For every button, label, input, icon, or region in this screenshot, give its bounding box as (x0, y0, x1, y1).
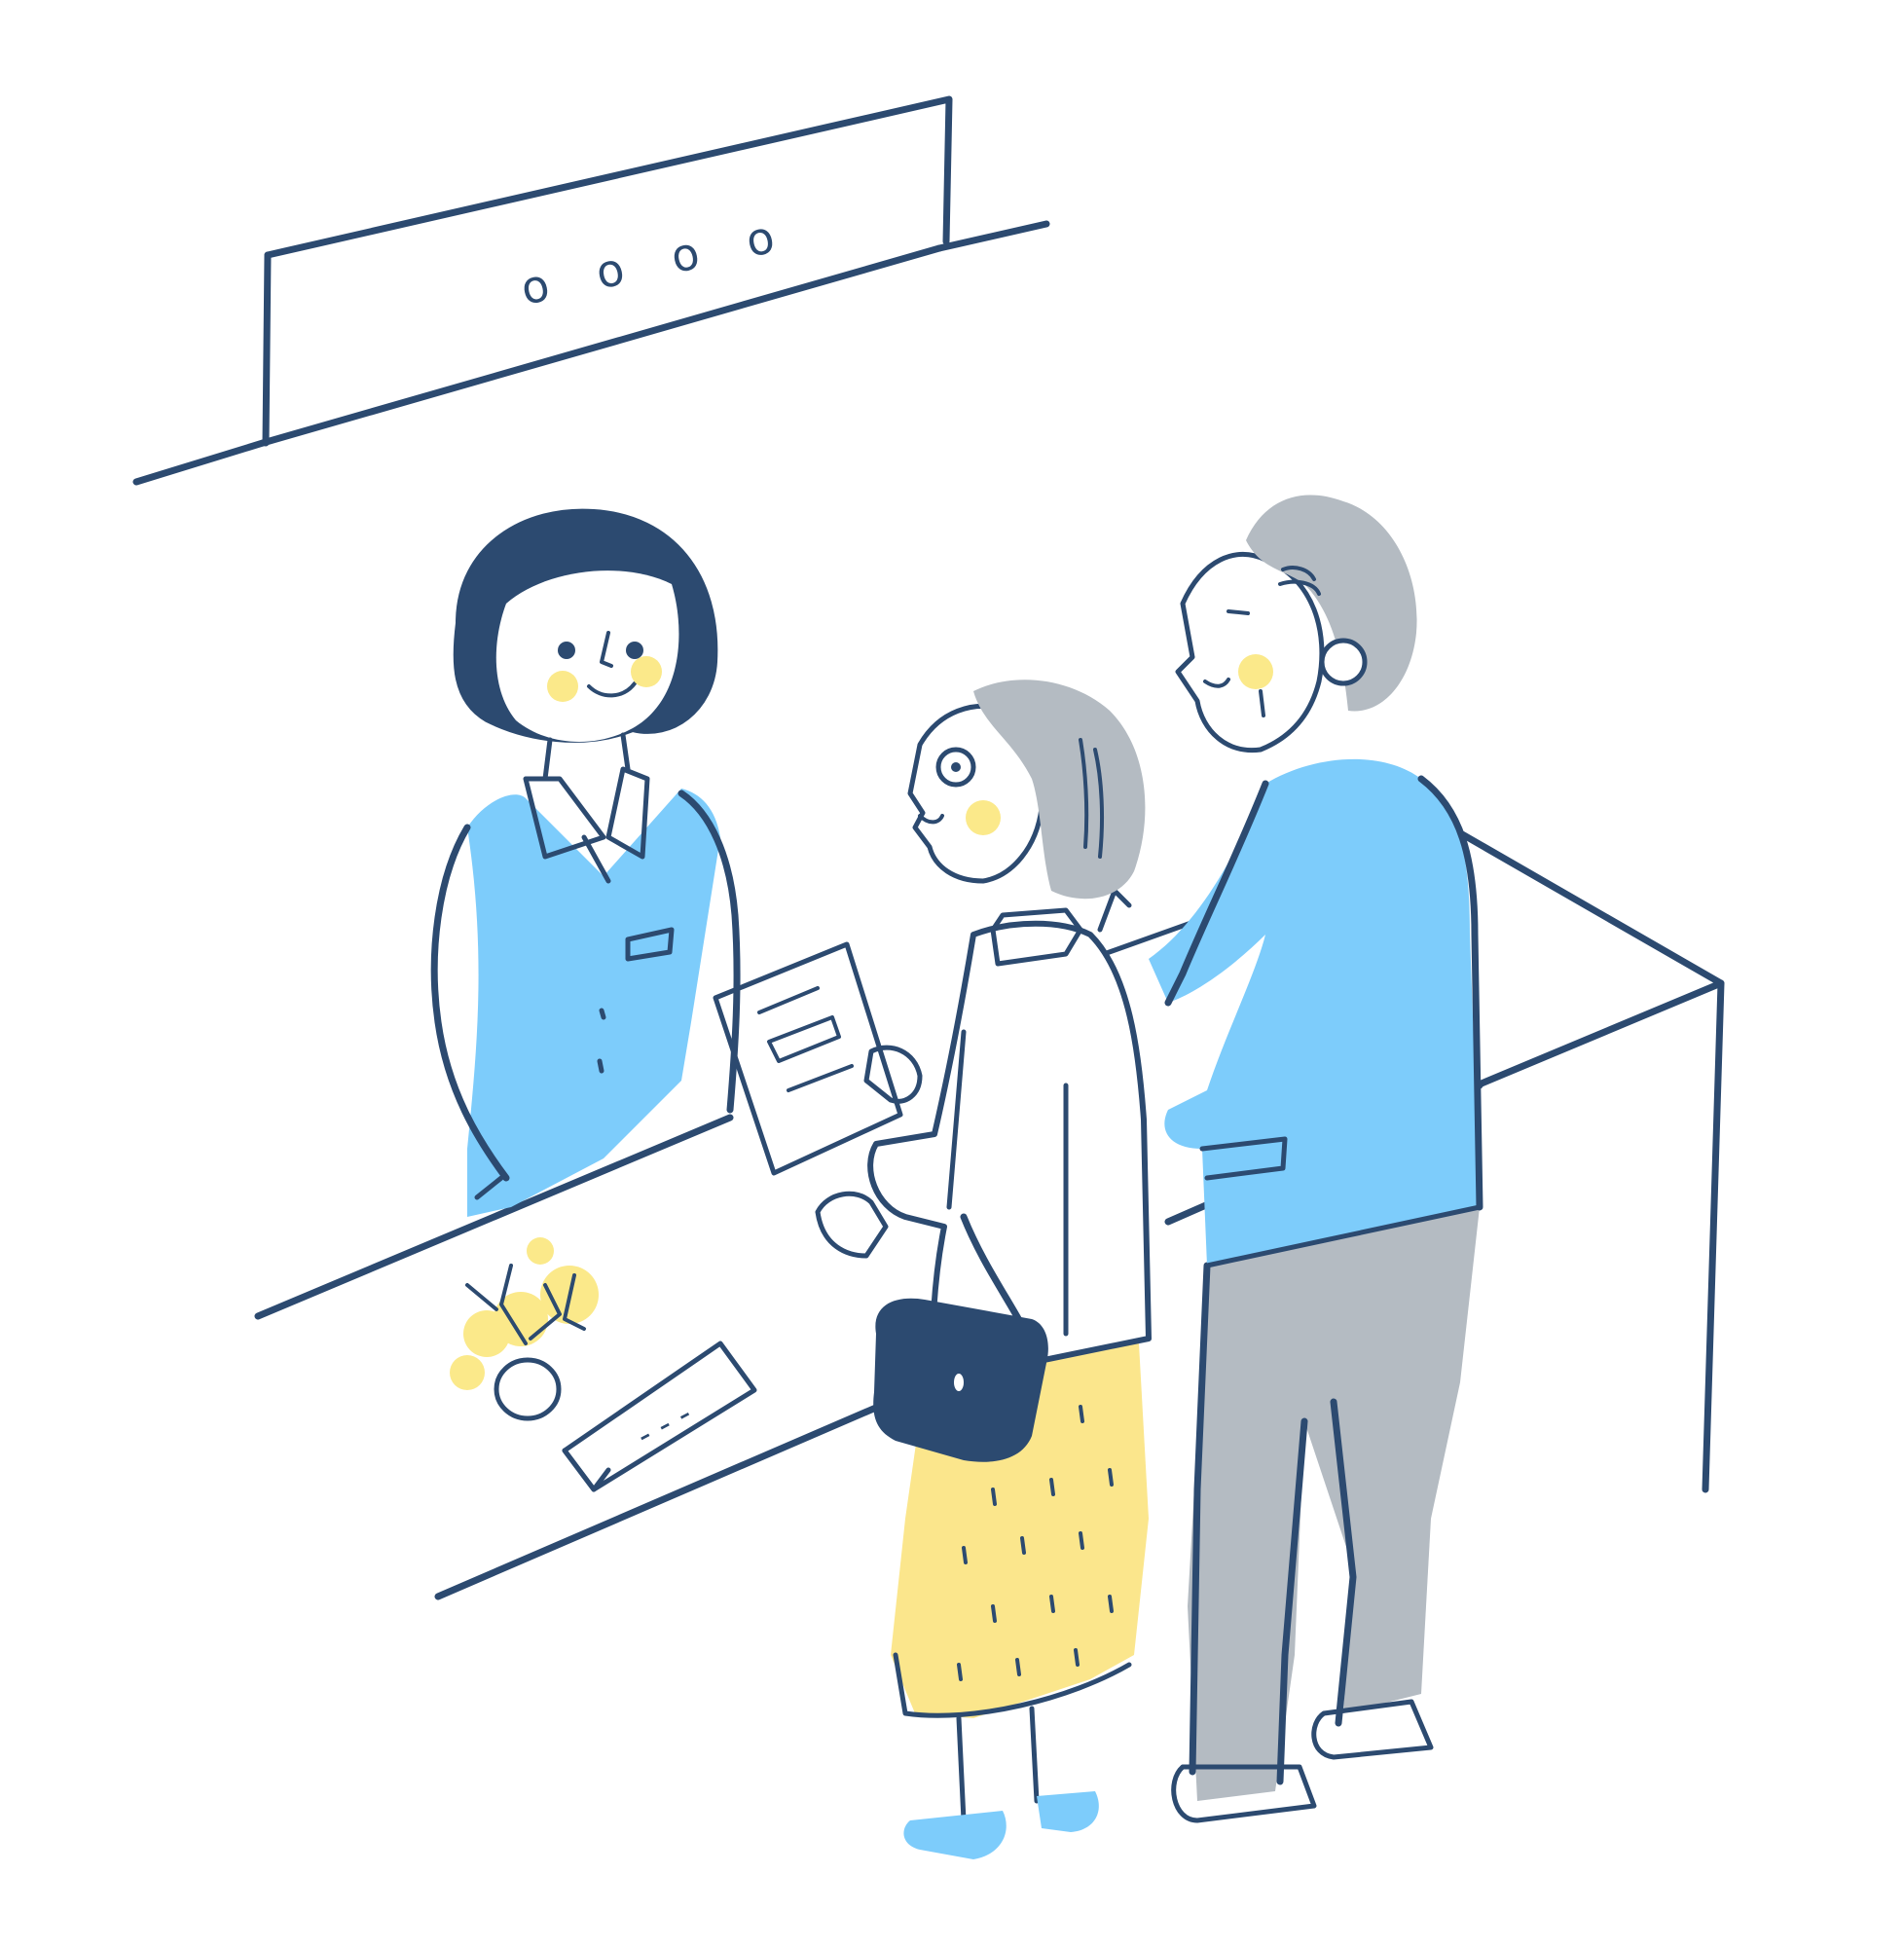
receptionist (430, 508, 741, 1217)
man-hair (1246, 495, 1417, 712)
held-document (713, 941, 903, 1176)
woman-shoe-right (1037, 1791, 1099, 1832)
man-pants (1188, 1207, 1480, 1801)
receptionist-cheek-left (547, 671, 578, 702)
man-ear (1319, 638, 1368, 686)
woman-cheek (966, 800, 1001, 835)
receptionist-cheek-right (631, 656, 662, 687)
elderly-woman (713, 680, 1152, 1859)
elderly-man (1149, 495, 1483, 1823)
desk-flower (450, 1237, 599, 1421)
man-sweater (1149, 758, 1480, 1266)
nameplate-text: - - - (630, 1394, 698, 1455)
woman-glasses (935, 747, 976, 788)
receptionist-face (495, 570, 679, 742)
desk-nameplate: - - - (562, 1341, 757, 1492)
flower-vase (494, 1357, 562, 1421)
receptionist-vest (467, 789, 720, 1217)
man-face (1175, 551, 1325, 753)
man-cheek (1238, 654, 1273, 689)
woman-shoe-left (903, 1811, 1007, 1859)
sign-board: o o o o (132, 95, 1050, 486)
